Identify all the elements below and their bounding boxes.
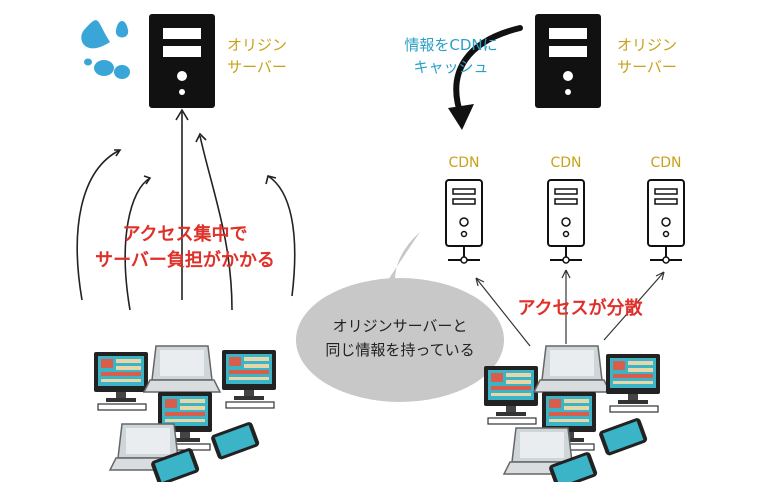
right-origin-label-line1: オリジン: [616, 36, 677, 54]
distribution-arrows: [475, 269, 665, 347]
origin-server-right-icon: [535, 14, 601, 108]
origin-server-left-icon: [149, 14, 215, 108]
cdn-label-1: CDN: [448, 155, 480, 171]
right-origin-label: オリジン サーバー: [612, 34, 682, 78]
left-origin-label-line1: オリジン: [226, 36, 287, 54]
distributed-label: アクセスが分散: [517, 298, 643, 319]
speech-bubble: [296, 232, 504, 402]
right-origin-label-line2: サーバー: [617, 58, 677, 76]
cdn-server-1-icon: [445, 179, 483, 264]
cdn-label-3: CDN: [650, 155, 682, 171]
cache-label-line1: 情報をCDNに: [404, 36, 498, 54]
cdn-label-2: CDN: [550, 155, 582, 171]
cache-arrow-icon: [448, 25, 523, 130]
bubble-text: オリジンサーバーと 同じ情報を持っている: [300, 314, 500, 362]
sweat-drop-icon: [81, 20, 130, 79]
bubble-text-line1: オリジンサーバーと: [332, 317, 468, 335]
left-origin-label-line2: サーバー: [227, 58, 287, 76]
left-device-cluster: [93, 345, 277, 482]
left-origin-label: オリジン サーバー: [222, 34, 292, 78]
bubble-text-line2: 同じ情報を持っている: [325, 341, 475, 359]
right-device-cluster: [483, 345, 661, 482]
cache-label: 情報をCDNに キャッシュ: [388, 34, 514, 78]
concentration-line1: アクセス集中で: [122, 224, 248, 245]
concentration-label: アクセス集中で サーバー負担がかかる: [70, 222, 300, 274]
cdn-server-2-icon: [547, 179, 585, 264]
cache-label-line2: キャッシュ: [413, 58, 489, 76]
concentration-line2: サーバー負担がかかる: [95, 250, 275, 271]
cdn-server-3-icon: [647, 179, 685, 264]
converging-arrows: [76, 108, 296, 311]
